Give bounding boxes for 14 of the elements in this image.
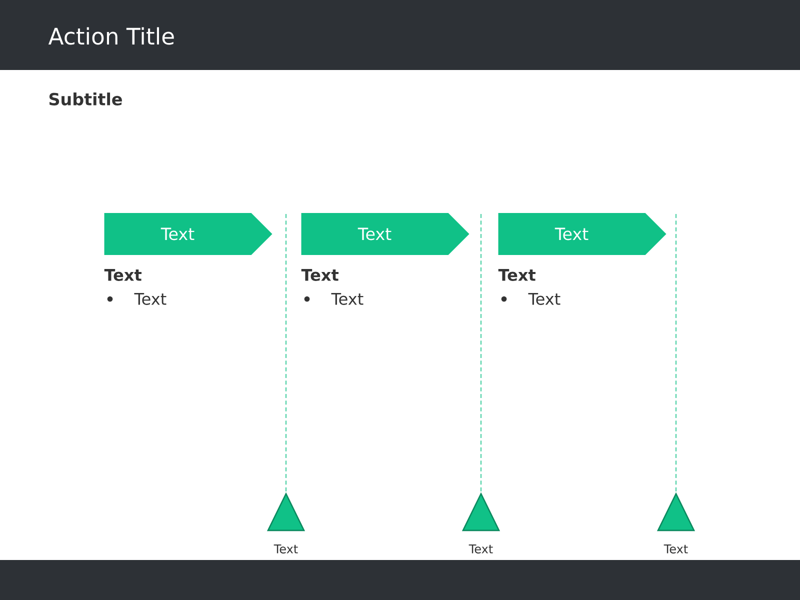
milestone-label: Text [274,544,298,554]
phase-banner: Text [104,213,272,255]
heading: Text [498,269,536,281]
heading: Text [104,269,142,281]
subtitle: Subtitle [49,92,122,106]
bullet-text: Text [134,293,166,305]
milestone-label: Text [468,544,493,554]
heading: Text [301,269,339,281]
milestone-label: Text [664,544,688,554]
bullet-text: Text [528,293,560,305]
phase-banner: Text [301,213,470,255]
title: Action Title [48,27,174,45]
bullet-text: Text [331,293,364,305]
phase-banner: Text [498,213,666,255]
